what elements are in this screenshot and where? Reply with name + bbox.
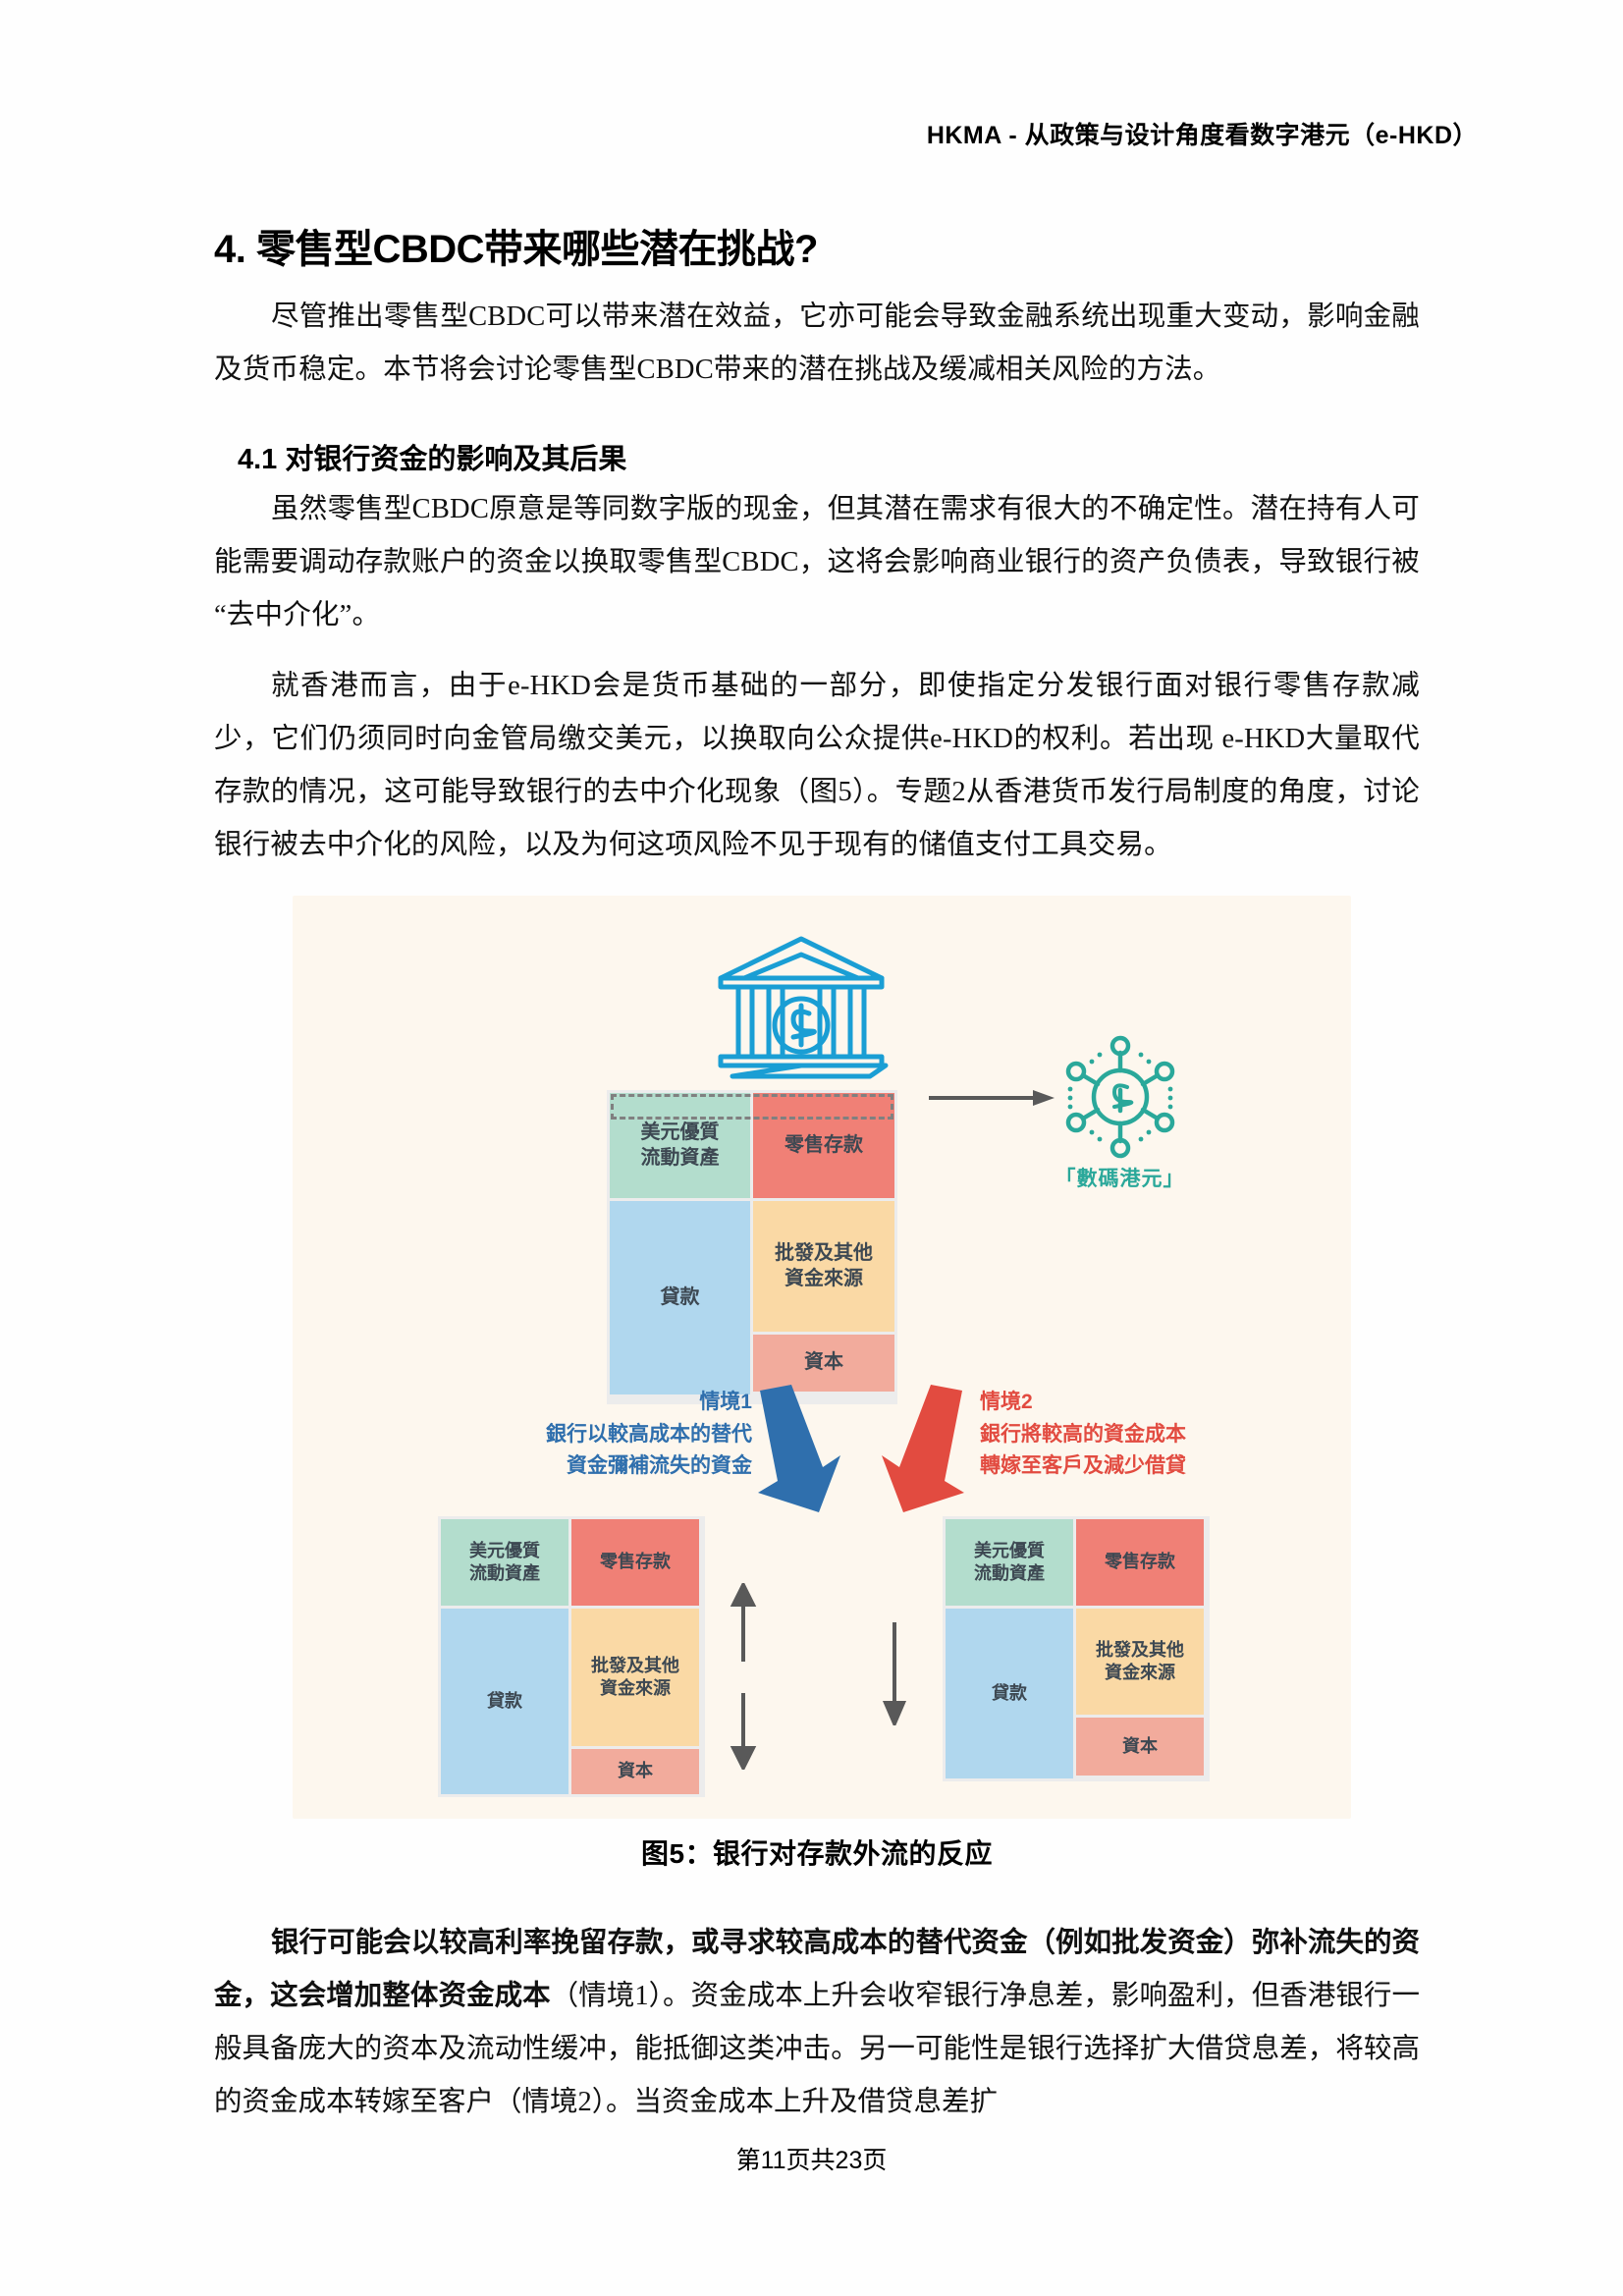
post-figure-content: 银行可能会以较高利率挽留存款，或寻求较高成本的替代资金（例如批发资金）弥补流失的… bbox=[214, 1917, 1420, 2129]
balance-sheet-scenario-1: 美元優質流動資產 貸款 零售存款 批發及其他資金來源 資本 bbox=[438, 1516, 705, 1797]
section-heading: 4. 零售型CBDC带来哪些潜在挑战? bbox=[214, 228, 818, 271]
figure-caption: 图5：银行对存款外流的反应 bbox=[640, 1838, 994, 1869]
cell-wholesale-other: 批發及其他資金來源 bbox=[571, 1609, 699, 1746]
liabilities-column: 零售存款 批發及其他資金來源 資本 bbox=[571, 1519, 699, 1794]
cell-retail-deposits: 零售存款 bbox=[753, 1093, 894, 1198]
scenario-1-text: 情境1 銀行以較高成本的替代 資金彌補流失的資金 bbox=[438, 1387, 752, 1483]
cell-wholesale-other: 批發及其他資金來源 bbox=[753, 1201, 894, 1332]
balance-sheet-scenario-2: 美元優質流動資產 貸款 零售存款 批發及其他資金來源 資本 bbox=[943, 1516, 1210, 1781]
scenario-1-arrow-icon bbox=[750, 1385, 840, 1512]
cell-capital: 資本 bbox=[571, 1749, 699, 1794]
down-arrow-icon bbox=[882, 1622, 907, 1729]
scenario-1-line-1: 銀行以較高成本的替代 bbox=[546, 1422, 752, 1446]
scenario-2-arrow-icon bbox=[882, 1385, 972, 1512]
ehkd-network-icon bbox=[1056, 1033, 1184, 1161]
scenario-1-heading: 情境1 bbox=[699, 1391, 752, 1413]
main-content: 4. 零售型CBDC带来哪些潜在挑战? 尽管推出零售型CBDC可以带来潜在效益，… bbox=[214, 226, 1420, 872]
intro-paragraph: 尽管推出零售型CBDC可以带来潜在效益，它亦可能会导致金融系统出现重大变动，影响… bbox=[214, 301, 1420, 385]
cell-hqla: 美元優質流動資產 bbox=[441, 1519, 568, 1606]
assets-column: 美元優質流動資產 貸款 bbox=[441, 1519, 568, 1794]
post-figure-paragraph: 银行可能会以较高利率挽留存款，或寻求较高成本的替代资金（例如批发资金）弥补流失的… bbox=[214, 1917, 1420, 2129]
post-figure-rest: （情境1）。资金成本上升会收窄银行净息差，影响盈利，但香港银行一般具备庞大的资本… bbox=[214, 1981, 1420, 2117]
paragraph-2: 就香港而言，由于e-HKD会是货币基础的一部分，即使指定分发银行面对银行零售存款… bbox=[214, 671, 1420, 860]
ehkd-label: 「數碼港元」 bbox=[1055, 1168, 1185, 1190]
cell-loans: 貸款 bbox=[441, 1609, 568, 1794]
scenario-2-text: 情境2 銀行將較高的資金成本 轉嫁至客戶及減少借貸 bbox=[980, 1387, 1304, 1483]
scenario-1-line-2: 資金彌補流失的資金 bbox=[567, 1454, 752, 1478]
up-down-arrows-icon bbox=[729, 1580, 758, 1773]
paragraph-1: 虽然零售型CBDC原意是等同数字版的现金，但其潜在需求有很大的不确定性。潜在持有… bbox=[214, 494, 1420, 630]
cell-hqla: 美元優質流動資產 bbox=[946, 1519, 1073, 1606]
running-header-title: HKMA - 从政策与设计角度看数字港元（e-HKD） bbox=[926, 122, 1478, 149]
bank-icon bbox=[713, 931, 890, 1083]
scenario-2-line-1: 銀行將較高的資金成本 bbox=[980, 1422, 1186, 1446]
figure-5: 「數碼港元」 美元優質流動資產 貸款 零售存款 批發及其他資金來源 資本 情境1… bbox=[293, 896, 1351, 1819]
page-footer: 第11页共23页 bbox=[735, 2147, 888, 2174]
assets-column: 美元優質流動資產 貸款 bbox=[610, 1093, 750, 1401]
post-figure-bold-lead: 银行可能会以较高利率挽留存款，或寻求较高成本的替代资金（例如批发资金）弥补流失的… bbox=[214, 1928, 1420, 2011]
cell-capital: 資本 bbox=[1076, 1718, 1204, 1776]
cell-retail-deposits: 零售存款 bbox=[571, 1519, 699, 1606]
cell-retail-deposits: 零售存款 bbox=[1076, 1519, 1204, 1606]
cell-loans: 貸款 bbox=[610, 1201, 750, 1394]
arrow-right-icon bbox=[929, 1087, 1055, 1109]
scenario-2-heading: 情境2 bbox=[980, 1391, 1033, 1413]
scenario-2-line-2: 轉嫁至客戶及減少借貸 bbox=[980, 1454, 1186, 1478]
balance-sheet-top: 美元優質流動資產 貸款 零售存款 批發及其他資金來源 資本 bbox=[607, 1090, 897, 1404]
cell-capital: 資本 bbox=[753, 1335, 894, 1392]
cell-hqla: 美元優質流動資產 bbox=[610, 1093, 750, 1198]
subsection-heading: 4.1 对银行资金的影响及其后果 bbox=[238, 444, 627, 475]
cell-loans: 貸款 bbox=[946, 1609, 1073, 1778]
liabilities-column: 零售存款 批發及其他資金來源 資本 bbox=[1076, 1519, 1204, 1778]
assets-column: 美元優質流動資產 貸款 bbox=[946, 1519, 1073, 1778]
liabilities-column: 零售存款 批發及其他資金來源 資本 bbox=[753, 1093, 894, 1401]
cell-wholesale-other: 批發及其他資金來源 bbox=[1076, 1609, 1204, 1715]
